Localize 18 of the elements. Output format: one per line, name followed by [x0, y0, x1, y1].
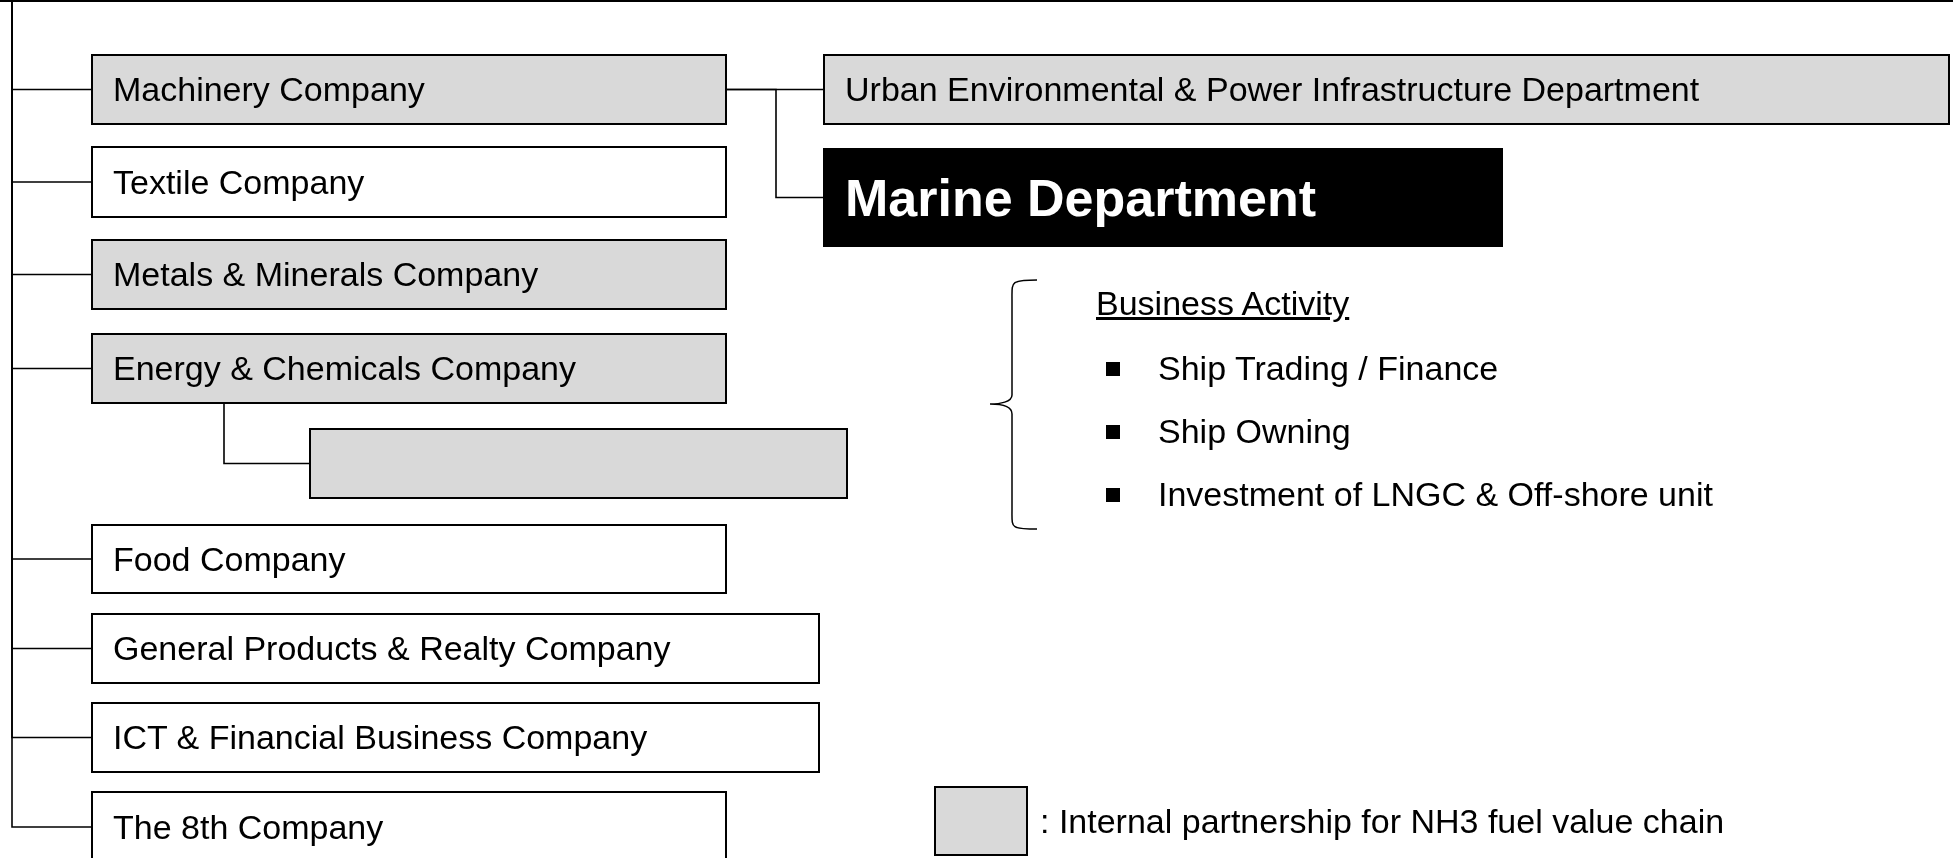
org-box: ICT & Financial Business Company	[91, 702, 820, 773]
org-box	[309, 428, 848, 499]
highlighted-box: Marine Department	[823, 148, 1503, 247]
org-box: Urban Environmental & Power Infrastructure Department	[823, 54, 1950, 125]
org-box: Food Company	[91, 524, 727, 594]
bullet-text: Ship Trading / Finance	[1158, 348, 1499, 389]
org-box: Metals & Minerals Company	[91, 239, 727, 310]
org-box: Energy & Chemicals Company	[91, 333, 727, 404]
section-heading: Business Activity	[1096, 283, 1350, 324]
org-box: Textile Company	[91, 146, 727, 218]
org-box: The 8th Company	[91, 791, 727, 858]
legend-text: : Internal partnership for NH3 fuel value chain	[1040, 800, 1725, 842]
org-box: General Products & Realty Company	[91, 613, 820, 684]
bullet-text: Ship Owning	[1158, 411, 1351, 452]
org-box: Machinery Company	[91, 54, 727, 125]
connector-line	[223, 403, 310, 465]
connector-line	[726, 88, 824, 199]
bullet-text: Investment of LNGC & Off-shore unit	[1158, 474, 1713, 515]
